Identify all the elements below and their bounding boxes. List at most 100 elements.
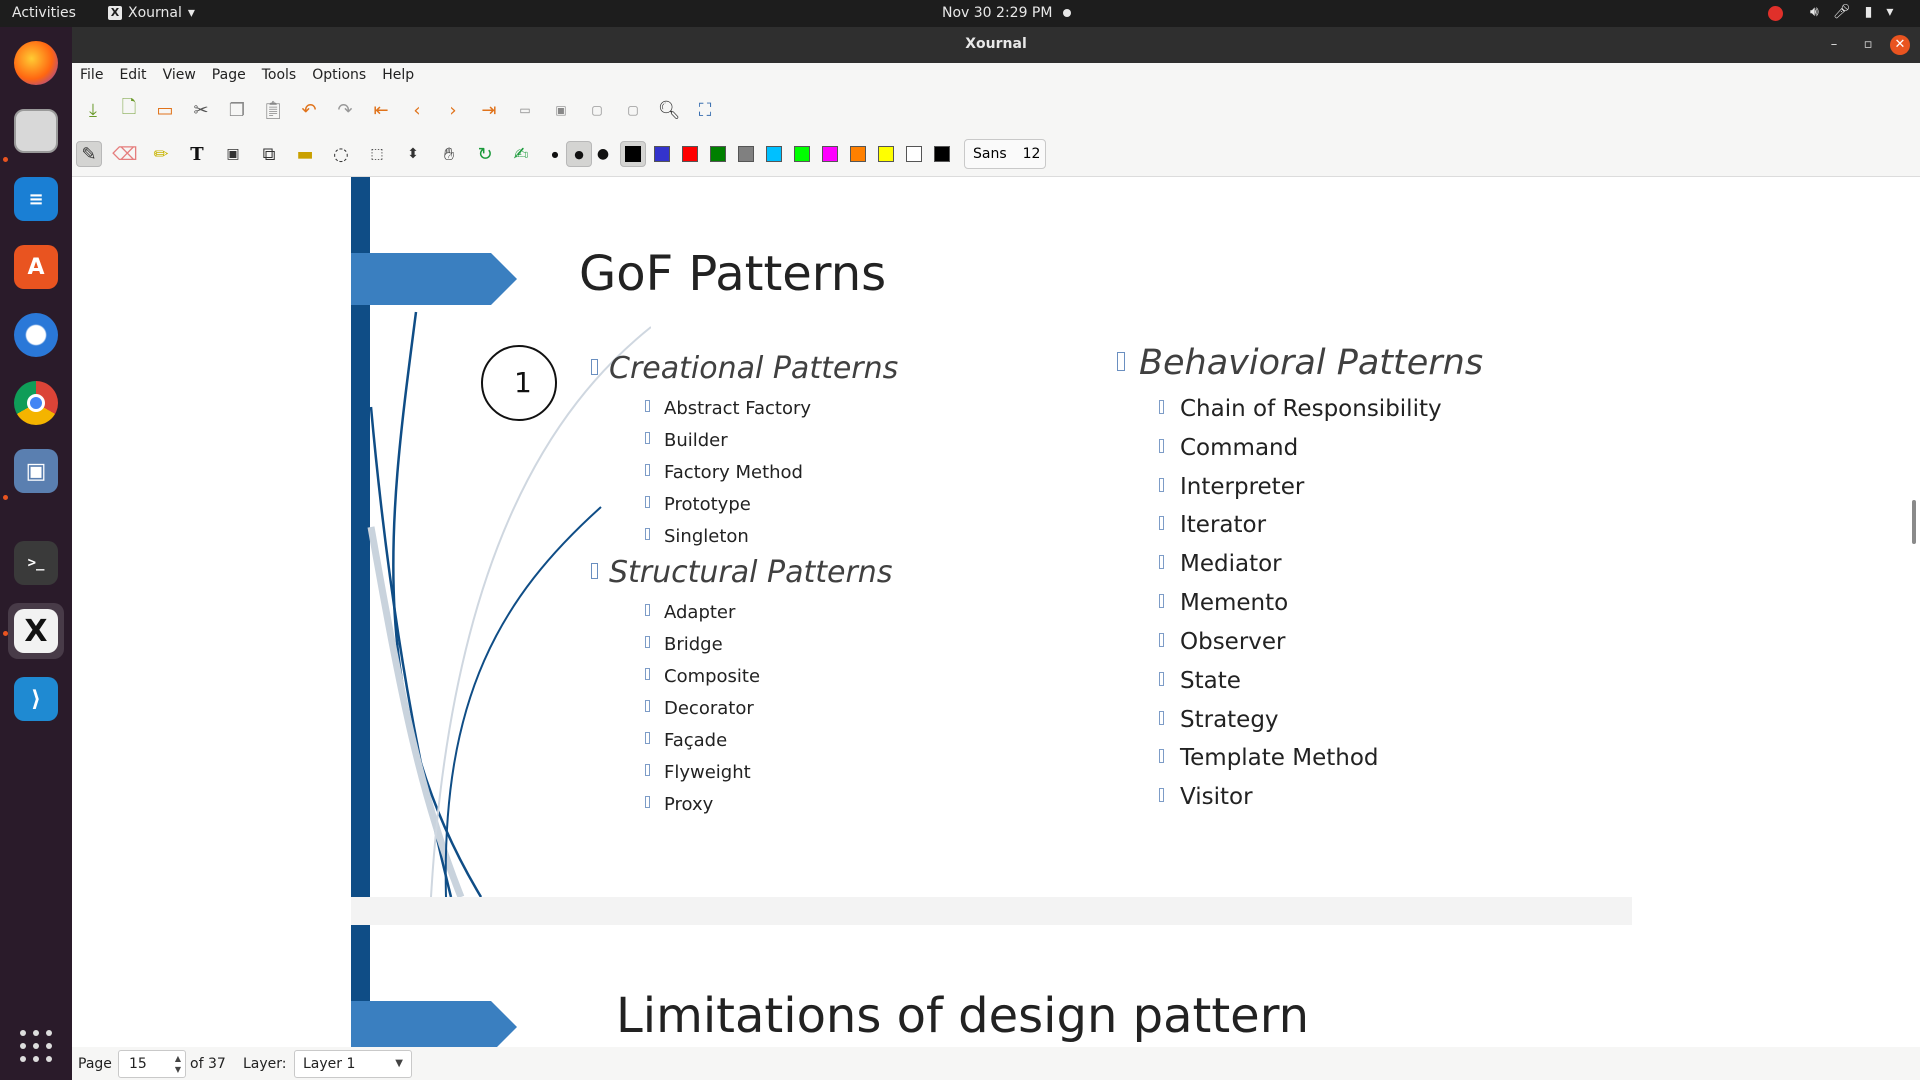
ruler-icon[interactable]: ▬	[296, 143, 314, 165]
slide-arrow-banner	[351, 253, 517, 305]
vertical-scrollbar[interactable]	[1912, 500, 1916, 544]
window-title: Xournal	[965, 36, 1027, 52]
color-green-swatch[interactable]	[710, 146, 726, 162]
show-applications-icon[interactable]	[20, 1030, 52, 1062]
save-icon[interactable]: ⤓	[89, 99, 97, 121]
vertical-space-icon[interactable]: ⬍	[407, 146, 419, 162]
color-orange-swatch[interactable]	[850, 146, 866, 162]
layer-select[interactable]: Layer 1 ▼	[294, 1050, 412, 1078]
open-folder-icon[interactable]: ▭	[156, 99, 174, 121]
vscode-launcher[interactable]: ⟩	[8, 671, 64, 727]
redo-icon[interactable]: ↷	[337, 99, 353, 121]
chrome-launcher[interactable]	[8, 375, 64, 431]
menu-file[interactable]: File	[80, 67, 104, 83]
highlighter-icon[interactable]: ✏	[153, 143, 169, 165]
menu-edit[interactable]: Edit	[119, 67, 147, 83]
last-page-icon[interactable]: ⇥	[481, 99, 497, 121]
page-total: of 37	[190, 1056, 226, 1072]
menu-view[interactable]: View	[162, 67, 196, 83]
cut-icon[interactable]: ✂	[193, 99, 209, 121]
activities-button[interactable]: Activities	[12, 5, 76, 21]
color-magenta-swatch[interactable]	[822, 146, 838, 162]
color-light-blue-swatch[interactable]	[766, 146, 782, 162]
terminal-launcher[interactable]: >_	[8, 535, 64, 591]
document-canvas[interactable]: 1 GoF Patterns Creational Patterns Abstr…	[72, 177, 1920, 1047]
app-menu[interactable]: X Xournal ▾	[108, 5, 195, 21]
paste-icon[interactable]: 📋︎	[261, 99, 285, 121]
recording-indicator-icon[interactable]	[1768, 6, 1783, 21]
slide-page-16[interactable]: Limitations of design pattern	[351, 925, 1632, 1047]
zoom-page-icon[interactable]: ▣	[555, 103, 567, 117]
xournal-icon: X	[14, 609, 58, 653]
copy-icon[interactable]: ❐	[228, 99, 246, 121]
screen-recorder-launcher[interactable]: ▣	[8, 443, 64, 499]
xournal-launcher[interactable]: X	[8, 603, 64, 659]
chevron-down-icon: ▾	[187, 5, 195, 21]
zoom-out-icon[interactable]: ▢	[627, 103, 639, 117]
list-item: Abstract Factory	[645, 398, 811, 419]
thickness-fine-icon[interactable]: ●	[551, 149, 559, 159]
minimize-icon[interactable]: –	[1830, 37, 1838, 52]
slide-page-15[interactable]: 1 GoF Patterns Creational Patterns Abstr…	[351, 177, 1632, 897]
thickness-medium-icon[interactable]: ●	[566, 141, 592, 167]
font-selector-button[interactable]: Sans 12	[964, 139, 1046, 169]
page-label: Page	[78, 1056, 112, 1072]
fullscreen-icon[interactable]: ⛶	[698, 99, 712, 121]
default-pen-icon[interactable]: ✍︎	[513, 143, 529, 165]
color-custom-swatch[interactable]	[934, 146, 950, 162]
menu-tools[interactable]: Tools	[261, 67, 297, 83]
color-white-swatch[interactable]	[906, 146, 922, 162]
color-gray-swatch[interactable]	[738, 146, 754, 162]
main-toolbar: ⤓ 🗋︎ ▭ ✂ ❐ 📋︎ ↶ ↷ ⇤ ‹ › ⇥ ▭ ▣ ▢ ▢ 🔍︎ ⛶	[72, 89, 1920, 131]
clock[interactable]: Nov 30 2:29 PM	[942, 5, 1053, 21]
undo-icon[interactable]: ↶	[301, 99, 317, 121]
rectangle-select-icon[interactable]: ⬚	[370, 146, 384, 162]
system-tray[interactable]: 🔊︎ 🎤︎ ▮ ▾	[1810, 4, 1893, 20]
menu-help[interactable]: Help	[382, 67, 415, 83]
hand-tool-icon[interactable]: ✋︎	[443, 143, 455, 165]
writer-launcher[interactable]: ≡	[8, 171, 64, 227]
maximize-icon[interactable]: ▫	[1863, 37, 1873, 52]
document-icon: ≡	[14, 177, 58, 221]
color-black-selected[interactable]	[620, 141, 646, 167]
next-page-icon[interactable]: ›	[449, 99, 457, 121]
svg-text:1: 1	[514, 366, 532, 399]
color-yellow-swatch[interactable]	[878, 146, 894, 162]
menu-page[interactable]: Page	[211, 67, 246, 83]
text-tool-icon[interactable]: T	[190, 143, 204, 165]
shape-recognizer-icon[interactable]: ⧉	[262, 143, 276, 165]
color-red-swatch[interactable]	[682, 146, 698, 162]
color-blue-swatch[interactable]	[654, 146, 670, 162]
chrome-icon	[14, 381, 58, 425]
default-tool-icon[interactable]: ↻	[477, 143, 493, 165]
software-launcher[interactable]: A	[8, 239, 64, 295]
lasso-select-icon[interactable]: ◌	[333, 143, 349, 165]
spinner-arrows-icon[interactable]: ▲▼	[174, 1054, 181, 1074]
list-item: Command	[1159, 435, 1298, 461]
first-page-icon[interactable]: ⇤	[373, 99, 389, 121]
list-item: Proxy	[645, 794, 713, 815]
zoom-width-icon[interactable]: ▭	[519, 103, 531, 117]
list-item: Chain of Responsibility	[1159, 396, 1442, 422]
menu-options[interactable]: Options	[312, 67, 367, 83]
color-light-green-swatch[interactable]	[794, 146, 810, 162]
list-item: Visitor	[1159, 784, 1253, 810]
thickness-thick-icon[interactable]: ●	[596, 146, 610, 162]
gnome-top-bar: Activities X Xournal ▾ Nov 30 2:29 PM 🔊︎…	[0, 0, 1920, 27]
firefox-launcher[interactable]	[8, 35, 64, 91]
new-page-icon[interactable]: 🗋︎	[121, 97, 137, 118]
list-item: Composite	[645, 666, 760, 687]
search-icon[interactable]: 🔍︎	[657, 99, 681, 121]
eraser-icon[interactable]: ⌫	[112, 143, 138, 165]
image-tool-icon[interactable]: ▣	[226, 146, 240, 162]
slide-left-bar	[351, 177, 370, 897]
previous-page-icon[interactable]: ‹	[413, 99, 421, 121]
list-item: Iterator	[1159, 512, 1266, 538]
zoom-in-icon[interactable]: ▢	[591, 103, 603, 117]
pen-icon[interactable]: ✎	[76, 141, 102, 167]
page-number-spinner[interactable]: 15 ▲▼	[118, 1050, 186, 1078]
thunderbird-launcher[interactable]	[8, 307, 64, 363]
window-titlebar[interactable]: Xournal – ▫ ✕	[72, 27, 1920, 63]
files-launcher[interactable]	[8, 103, 64, 159]
close-icon[interactable]: ✕	[1890, 35, 1910, 55]
